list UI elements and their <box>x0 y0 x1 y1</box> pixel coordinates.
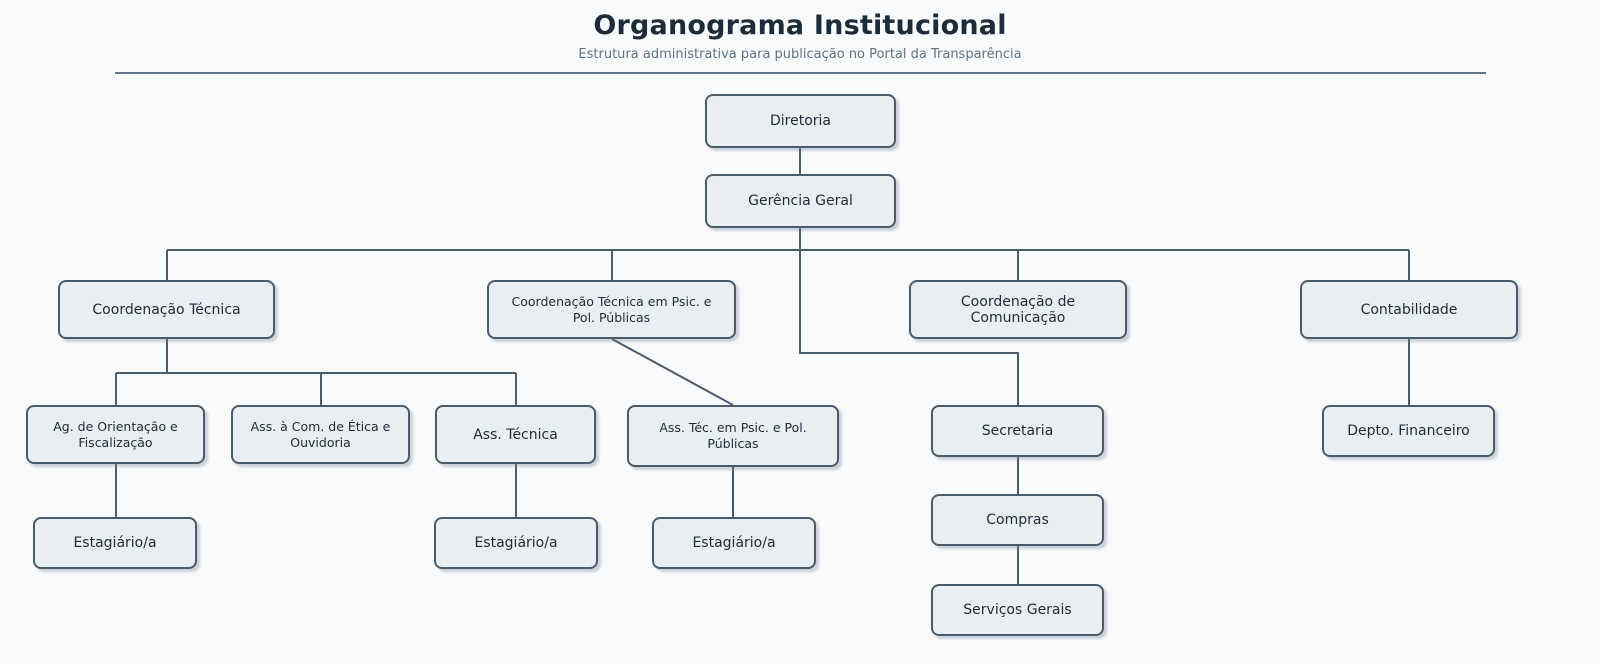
node-ass-tec-psic[interactable]: Ass. Téc. em Psic. e Pol. Públicas <box>627 405 839 467</box>
node-servicos-gerais[interactable]: Serviços Gerais <box>931 584 1104 636</box>
node-estagiario-ass-psic[interactable]: Estagiário/a <box>652 517 816 569</box>
node-estagiario-ass-tecnica[interactable]: Estagiário/a <box>434 517 598 569</box>
node-contabilidade[interactable]: Contabilidade <box>1300 280 1518 339</box>
node-coordenacao-tecnica-psic[interactable]: Coordenação Técnica em Psic. e Pol. Públ… <box>487 280 736 339</box>
title-divider <box>115 72 1486 74</box>
node-coordenacao-comunicacao[interactable]: Coordenação de Comunicação <box>909 280 1127 339</box>
node-diretoria[interactable]: Diretoria <box>705 94 896 148</box>
node-compras[interactable]: Compras <box>931 494 1104 546</box>
node-ag-orientacao-fiscalizacao[interactable]: Ag. de Orientação e Fiscalização <box>26 405 205 464</box>
connector-coord-psic-ass-psic <box>611 338 734 406</box>
node-gerencia-geral[interactable]: Gerência Geral <box>705 174 896 228</box>
node-ass-tecnica[interactable]: Ass. Técnica <box>435 405 596 464</box>
node-secretaria[interactable]: Secretaria <box>931 405 1104 457</box>
connector-gerencia-secretaria <box>799 250 1019 405</box>
page-title: Organograma Institucional <box>593 10 1007 41</box>
node-coordenacao-tecnica[interactable]: Coordenação Técnica <box>58 280 275 339</box>
node-estagiario-ag-orientacao[interactable]: Estagiário/a <box>33 517 197 569</box>
node-depto-financeiro[interactable]: Depto. Financeiro <box>1322 405 1495 457</box>
node-ass-etica-ouvidoria[interactable]: Ass. à Com. de Ética e Ouvidoria <box>231 405 410 464</box>
page-subtitle: Estrutura administrativa para publicação… <box>578 47 1022 62</box>
